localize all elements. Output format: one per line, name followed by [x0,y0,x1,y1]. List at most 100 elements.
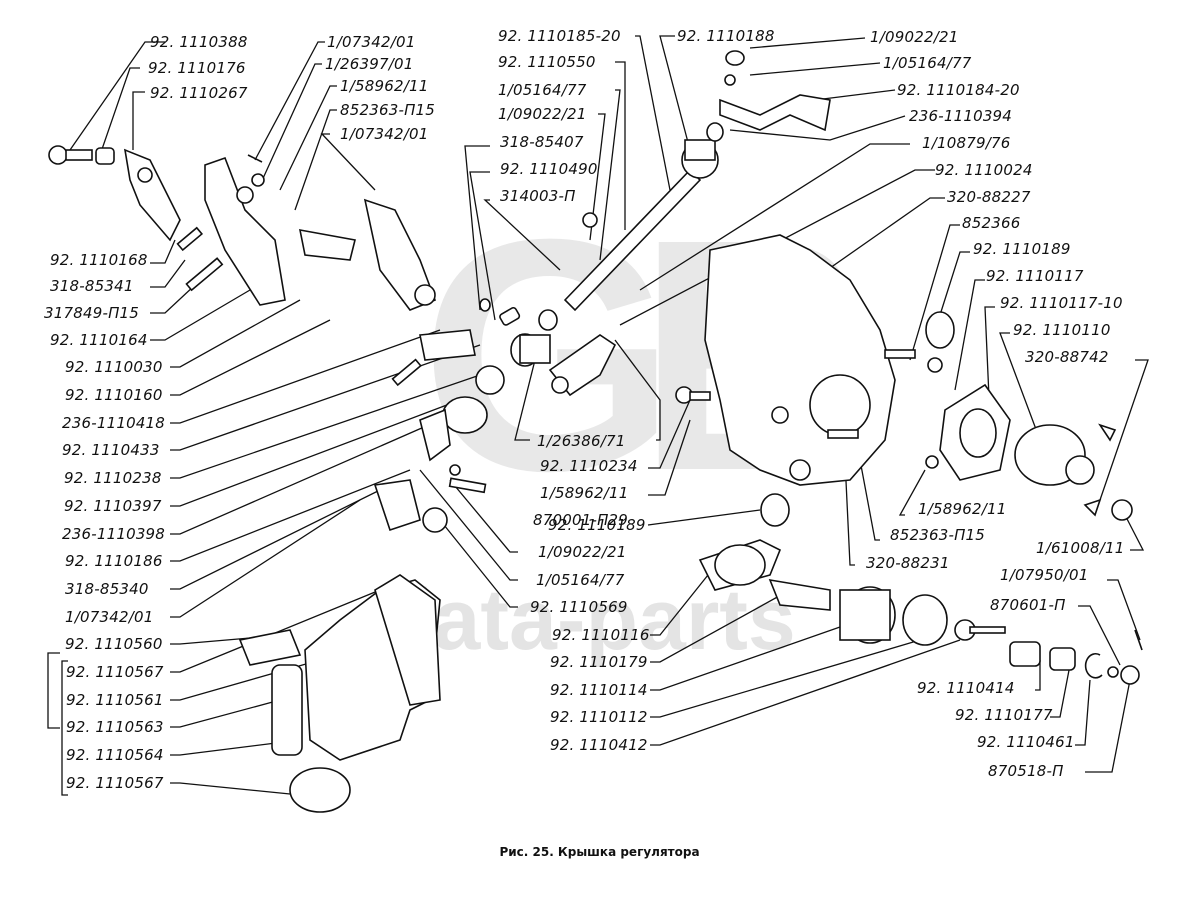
part-label: 1/10879/76 [922,134,1011,152]
screw-part [448,477,487,494]
leader-line [150,284,196,314]
leader-line [170,739,301,756]
stud-part [884,349,916,359]
part-label: 1/07342/01 [327,33,416,51]
part-label: 92. 1110116 [552,626,650,644]
leader-line [170,782,301,796]
pin-part [176,226,204,252]
plug-part [681,139,719,179]
part-label: 92. 1110030 [65,358,163,376]
sleeve-part [510,333,551,367]
nut-part [927,357,943,373]
bracket-part [373,479,421,532]
part-label: 852363-П15 [340,101,436,119]
spring-seat-part [289,767,351,813]
leader-line [320,133,376,191]
leader-line [648,419,691,496]
leader-line [449,479,518,553]
bushing-part [422,507,448,533]
plug-part [925,311,955,349]
leader-line [1078,605,1121,666]
watermark-text: data-parts [380,572,796,668]
leader-line [69,41,165,151]
spring-part [499,306,521,326]
part-label: 92. 1110461 [977,733,1075,751]
cotter-pin-part [1134,629,1143,651]
group-bracket [61,660,68,796]
part-label: 1/26386/71 [537,432,626,450]
part-label: 92. 1110267 [150,84,248,102]
screw-part [582,212,598,228]
leader-line [615,61,626,230]
leader-line [1050,664,1071,718]
part-label: 92. 1110117 [986,267,1084,285]
part-label: 92. 1110168 [50,251,148,269]
leader-line [749,37,866,49]
leader-line [279,85,337,191]
governor-lever-part [363,198,437,311]
part-label: 852363-П15 [890,526,986,544]
part-label: 1/09022/21 [870,28,959,46]
part-label: 92. 1110560 [65,635,163,653]
pin-part [391,358,422,387]
part-label: 314003-П [500,187,576,205]
leader-line [589,113,606,241]
part-label: 92. 1110564 [66,746,164,764]
figure-caption: Рис. 25. Крышка регулятора [499,845,700,859]
part-label: 1/05164/77 [498,81,587,99]
part-label: 320-88227 [947,188,1031,206]
part-label: 1/09022/21 [498,105,587,123]
part-label: 870001-П29 [533,511,629,529]
leader-line [749,62,881,76]
part-label: 92. 1110397 [64,497,162,515]
part-label: 92. 1110550 [498,53,596,71]
part-label: 236-1110418 [62,414,166,432]
washer-part [449,464,461,476]
leader-line [170,299,301,368]
washer-part [1107,666,1119,678]
spring-part [1009,641,1041,667]
sleeve-part [768,578,831,611]
leader-line [170,637,251,645]
leader-line [294,109,337,211]
part-label: 92. 1110567 [66,663,164,681]
cotter-pin-part [247,154,263,163]
leader-line [132,91,145,150]
leader-line [954,279,985,391]
shaft-part [563,168,702,312]
leader-line [729,115,906,141]
leader-line [170,589,381,673]
part-label: 92. 1110189 [973,240,1071,258]
leader-line [939,251,970,316]
nut-part [251,173,265,187]
leader-line [1107,579,1141,641]
part-label: 92. 1110112 [550,708,648,726]
leader-line [650,639,961,746]
spring-part [271,664,303,756]
part-label: 1/58962/11 [918,500,1007,518]
leader-line [150,259,186,288]
part-label: 92. 1110184-20 [897,81,1020,99]
retaining-ring-part [1084,652,1103,679]
part-label: 92. 1110567 [66,774,164,792]
washer-part [538,309,558,331]
part-label: 1/09022/21 [538,543,627,561]
part-label: 92. 1110234 [540,457,638,475]
part-label: 92. 1110024 [935,161,1033,179]
part-label: 92. 1110114 [550,681,648,699]
leader-line [469,171,496,321]
part-label: 92. 1110490 [500,160,598,178]
weight-part [442,396,488,434]
leader-line [1075,679,1091,746]
part-label: 236-1110394 [909,107,1013,125]
part-label: 1/07950/01 [1000,566,1089,584]
leader-line [170,329,441,424]
nut-part [902,594,948,646]
part-label: 92. 1110176 [148,59,246,77]
leader-line [254,41,325,161]
washer-part [479,298,491,312]
part-label: 318-85407 [500,133,584,151]
bushing-part [698,539,782,591]
spring-part [839,586,896,644]
leader-line [170,344,481,451]
